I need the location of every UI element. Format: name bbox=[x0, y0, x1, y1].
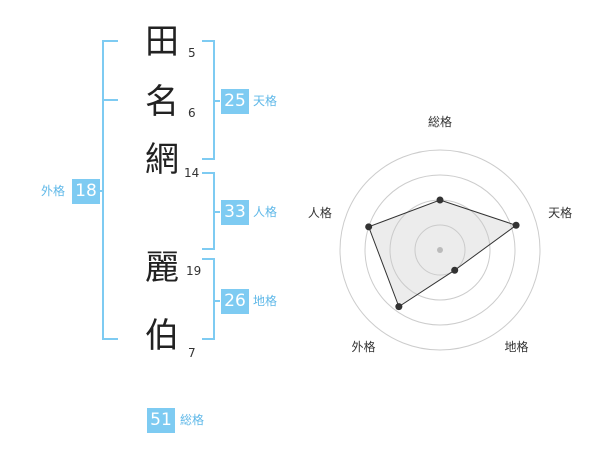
name-char-5: 伯 bbox=[145, 316, 179, 356]
gaikaku-label: 外格 bbox=[41, 184, 66, 198]
chikaku-value: 26 bbox=[221, 289, 249, 314]
name-char-1: 田 bbox=[145, 22, 179, 62]
radar-point-4 bbox=[395, 303, 403, 311]
stroke-count-3: 14 bbox=[184, 166, 200, 180]
radar-axis-label-4: 外格 bbox=[351, 339, 375, 354]
chikaku-label: 地格 bbox=[253, 294, 278, 308]
stroke-count-2: 6 bbox=[188, 106, 196, 120]
tenkaku-label: 天格 bbox=[253, 94, 278, 108]
radar-axis-label-2: 天格 bbox=[548, 205, 572, 220]
radar-axis-label-3: 地格 bbox=[505, 339, 529, 354]
radar-center bbox=[437, 247, 443, 253]
name-char-2: 名 bbox=[145, 82, 179, 122]
name-char-3: 網 bbox=[145, 140, 179, 180]
radar-axis-label-1: 総格 bbox=[428, 114, 452, 129]
stroke-count-5: 7 bbox=[188, 346, 196, 360]
radar-point-1 bbox=[436, 196, 444, 204]
jinkaku-label: 人格 bbox=[253, 205, 278, 219]
tenkaku-value: 25 bbox=[221, 89, 249, 114]
radar-axis-label-5: 人格 bbox=[308, 205, 332, 220]
jinkaku-value: 33 bbox=[221, 200, 249, 225]
radar-polygon bbox=[368, 199, 518, 308]
stroke-count-1: 5 bbox=[188, 46, 196, 60]
gaikaku-value: 18 bbox=[72, 179, 100, 204]
radar-point-2 bbox=[512, 221, 520, 229]
stroke-count-4: 19 bbox=[186, 264, 202, 278]
soukaku-label: 総格 bbox=[180, 413, 205, 427]
soukaku-value: 51 bbox=[147, 408, 175, 433]
name-char-4: 麗 bbox=[145, 248, 179, 288]
radar-point-5 bbox=[365, 223, 373, 231]
radar-point-3 bbox=[451, 266, 459, 274]
